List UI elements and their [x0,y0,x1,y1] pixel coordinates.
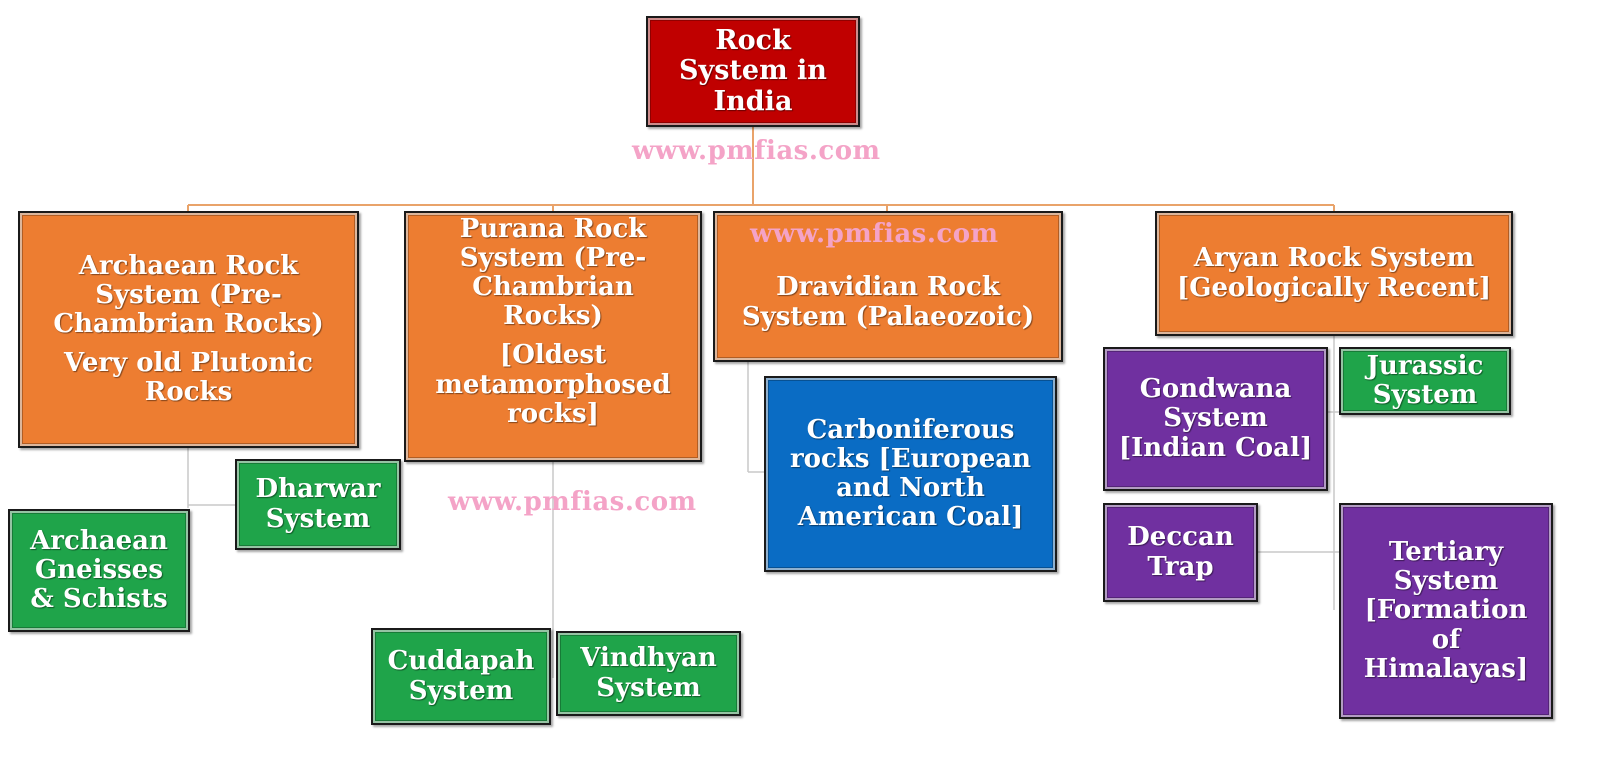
archaean-line-1: Archaean Rock [78,250,299,281]
cuddapah-line-1: Cuddapah [387,646,535,677]
cuddapah-line-2: System [408,675,514,706]
dravidian-line-1: Dravidian Rock [776,272,1000,303]
gneisses-line-1: Archaean [30,525,168,556]
node-dharwar-system: Dharwar System [235,459,401,550]
carboniferous-line-3: and North [836,473,985,503]
watermark-text: www.pmfias.com [750,219,999,249]
root-line-3: India [713,85,793,117]
node-purana-rock-system: Purana Rock System (Pre- Chambrian Rocks… [404,211,702,462]
node-jurassic-system: Jurassic System [1339,347,1511,415]
node-carboniferous-rocks: Carboniferous rocks [European and North … [764,376,1057,572]
watermark-text: www.pmfias.com [632,136,881,166]
tertiary-line-2: System [1393,566,1499,597]
node-deccan-trap: Deccan Trap [1103,503,1258,602]
dravidian-line-2: System (Palaeozoic) [741,301,1035,332]
purana-line-3: Chambrian [472,272,634,303]
node-gondwana-system: Gondwana System [Indian Coal] [1103,347,1328,491]
tertiary-line-4: of [1431,624,1461,655]
tertiary-line-1: Tertiary [1388,537,1504,568]
node-aryan-rock-system: Aryan Rock System [Geologically Recent] [1155,211,1513,336]
archaean-sub-2: Rocks [144,377,233,408]
watermark-text: www.pmfias.com [448,487,697,517]
aryan-line-2: [Geologically Recent] [1177,272,1491,303]
carboniferous-line-2: rocks [European [789,443,1032,474]
archaean-sub-1: Very old Plutonic [64,348,313,379]
purana-line-1: Purana Rock [459,214,647,244]
purana-line-4: Rocks) [503,301,603,332]
root-line-1: Rock [715,25,791,57]
archaean-line-3: Chambrian Rocks) [53,308,324,339]
archaean-line-2: System (Pre- [95,279,282,310]
gneisses-line-2: Gneisses [35,554,163,585]
carboniferous-line-4: American Coal] [797,502,1024,533]
tertiary-line-5: Himalayas] [1363,653,1529,684]
deccan-line-2: Trap [1147,551,1214,582]
node-tertiary-system: Tertiary System [Formation of Himalayas] [1339,503,1553,719]
dharwar-line-1: Dharwar [255,474,381,505]
root-node-rock-system-in-india: Rock System in India [646,16,860,127]
carboniferous-line-1: Carboniferous [806,414,1015,445]
dharwar-line-2: System [265,503,371,534]
jurassic-line-2: System [1372,380,1478,410]
gneisses-line-3: & Schists [30,584,168,615]
tertiary-line-3: [Formation [1364,595,1528,626]
gondwana-line-3: [Indian Coal] [1118,432,1313,463]
vindhyan-line-2: System [596,672,701,703]
node-vindhyan-system: Vindhyan System [556,631,741,716]
node-archaean-gneisses-schists: Archaean Gneisses & Schists [8,509,190,632]
node-archaean-rock-system: Archaean Rock System (Pre- Chambrian Roc… [18,211,359,448]
purana-sub-1: [Oldest [499,340,607,371]
node-cuddapah-system: Cuddapah System [371,628,551,725]
root-line-2: System in [679,55,827,87]
gondwana-line-2: System [1163,403,1268,434]
deccan-line-1: Deccan [1127,522,1234,553]
purana-line-2: System (Pre- [459,243,647,274]
purana-sub-2: metamorphosed [435,369,671,400]
purana-sub-3: rocks] [507,398,599,429]
aryan-line-1: Aryan Rock System [1193,243,1475,274]
gondwana-line-1: Gondwana [1139,374,1292,405]
jurassic-line-1: Jurassic [1366,350,1484,381]
vindhyan-line-1: Vindhyan [580,643,717,674]
node-dravidian-rock-system: Dravidian Rock System (Palaeozoic) [713,211,1063,362]
